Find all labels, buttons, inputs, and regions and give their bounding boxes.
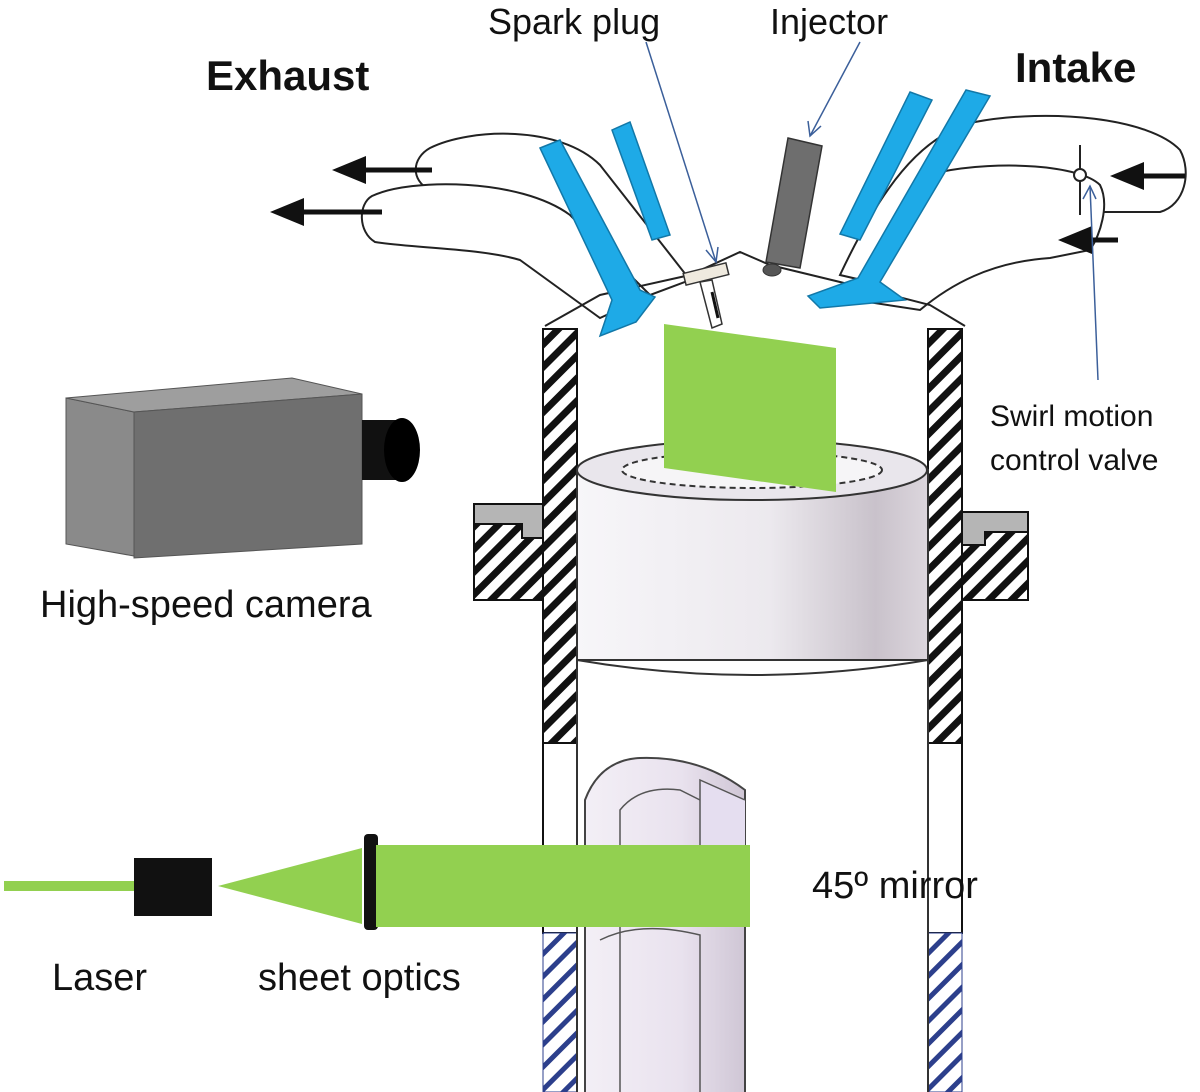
injector [762, 137, 823, 277]
exhaust-label: Exhaust [206, 52, 369, 99]
arrow-left-icon [1110, 162, 1185, 190]
laser-sheet-beam [376, 845, 750, 927]
laser-label: Laser [52, 957, 147, 999]
cylinder-wall-left [542, 328, 578, 1092]
spark-plug-label: Spark plug [488, 1, 660, 42]
arrow-left-icon [332, 156, 432, 184]
intake-label: Intake [1015, 44, 1136, 91]
camera-label: High-speed camera [40, 584, 372, 626]
sheet-optics-label: sheet optics [258, 957, 461, 999]
injector-label: Injector [770, 1, 888, 42]
flange-left [473, 503, 544, 601]
leader-lines [645, 41, 1099, 381]
swirl-label-line2: control valve [990, 444, 1158, 477]
sheet-optics-lens [364, 834, 378, 930]
sheet-expansion [218, 848, 362, 924]
intake-arrows [1058, 162, 1185, 254]
swirl-control-valve [1073, 145, 1087, 215]
exhaust-arrows [270, 156, 432, 226]
swirl-label-line1: Swirl motion [990, 400, 1153, 433]
flange-right [961, 511, 1029, 601]
spark-plug [682, 261, 730, 330]
camera-icon [65, 377, 420, 559]
arrow-left-icon [1058, 226, 1118, 254]
mirror-label: 45º mirror [812, 865, 978, 907]
laser-beam-path [4, 834, 750, 930]
laser-sheet-in-cylinder [664, 324, 836, 492]
cylinder-wall-right [927, 328, 963, 1092]
exhaust-valves [538, 120, 671, 338]
laser-icon [134, 858, 212, 916]
intake-valves [806, 89, 992, 309]
laser-beam-line [4, 881, 136, 891]
arrow-left-icon [270, 198, 382, 226]
